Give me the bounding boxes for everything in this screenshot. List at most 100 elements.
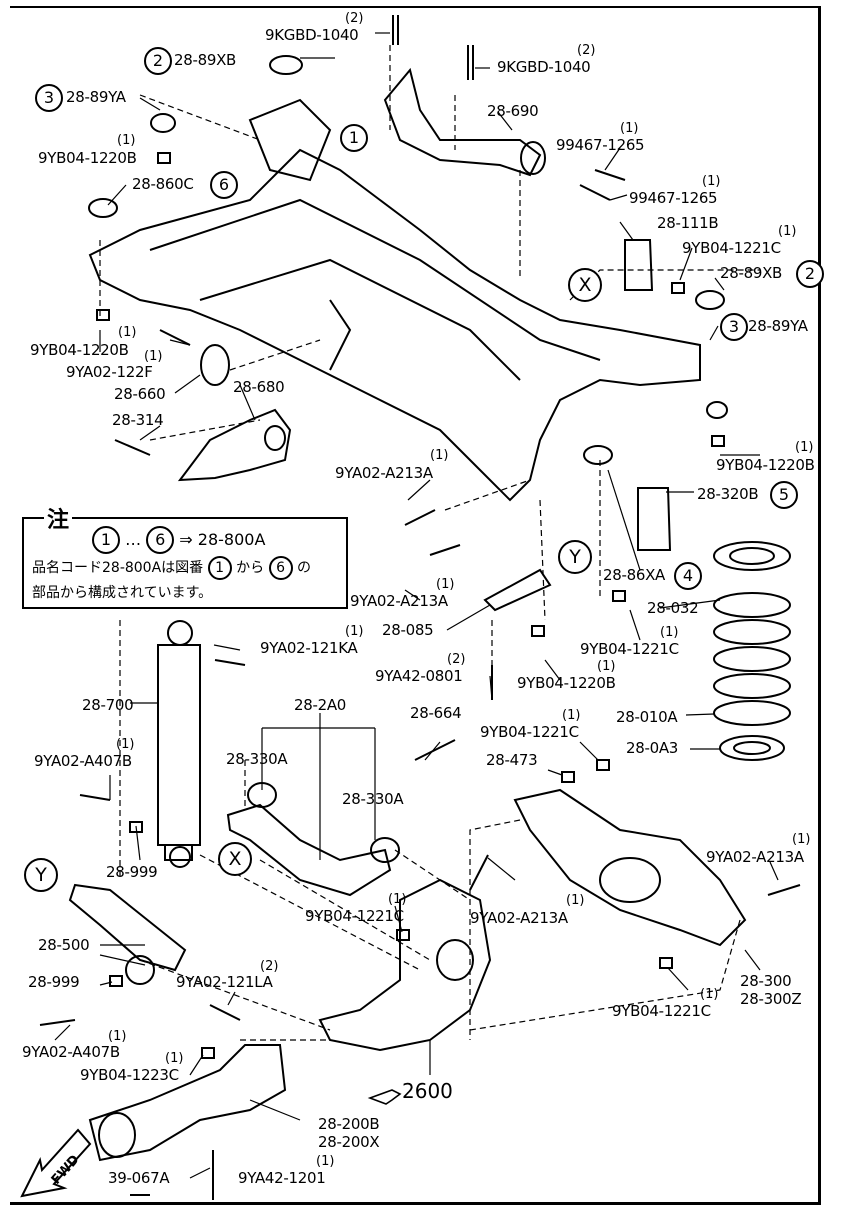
- index-mark-5: 5: [770, 481, 798, 509]
- part-label: 28-032: [647, 599, 699, 617]
- fwd-arrow-icon: [20, 1128, 92, 1198]
- part-label: 9YA02-A407B: [22, 1043, 120, 1061]
- part-label: 28-320B: [697, 485, 759, 503]
- part-label: 9YB04-1220B: [30, 341, 129, 359]
- qty-label: (1): [778, 224, 797, 239]
- part-label: 9YA02-121LA: [176, 973, 273, 991]
- index-mark-6: 6: [210, 171, 238, 199]
- qty-label: (2): [345, 11, 364, 26]
- part-label: 28-085: [382, 621, 434, 639]
- part-label: 28-89XB: [174, 51, 237, 69]
- view-marker-x: X: [568, 268, 602, 302]
- part-label: 28-89XB: [720, 264, 783, 282]
- part-label: 99467-1265: [629, 189, 718, 207]
- range-start-mark: 1: [92, 526, 120, 554]
- part-label: 9YB04-1221C: [305, 907, 404, 925]
- qty-label: (1): [566, 893, 585, 908]
- part-label: 28-300Z: [740, 990, 802, 1008]
- bushing-illustration: [200, 344, 230, 386]
- qty-label: (2): [577, 43, 596, 58]
- crossmember-mark-1: 1: [340, 124, 368, 152]
- part-label: 39-067A: [108, 1169, 170, 1187]
- part-label: 28-680: [233, 378, 285, 396]
- note-text-c: の: [296, 560, 311, 576]
- shock-absorber-illustration: [157, 644, 201, 846]
- bracket-illustration: [177, 408, 292, 482]
- index-mark-2: 2: [796, 260, 824, 288]
- lateral-link-illustration: [226, 803, 392, 897]
- part-label: 28-89YA: [748, 317, 808, 335]
- qty-label: (1): [795, 440, 814, 455]
- diagram-frame: [10, 6, 821, 1205]
- crossmember-illustration: [88, 148, 701, 502]
- part-label: 28-330A: [342, 790, 404, 808]
- qty-label: (1): [117, 133, 136, 148]
- part-label: 9YA42-1201: [238, 1169, 326, 1187]
- note-line-2: 品名コード28-800Aは図番 1 から 6 の: [32, 556, 311, 580]
- part-label: 28-664: [410, 704, 462, 722]
- qty-label: (1): [702, 174, 721, 189]
- note-mark-1: 1: [207, 556, 232, 580]
- nut-illustrations: [96, 152, 725, 1059]
- qty-label: (1): [430, 448, 449, 463]
- bump-stop-illustration: [637, 487, 672, 551]
- coil-spring-illustration: [713, 592, 791, 726]
- part-label: 28-700: [82, 696, 134, 714]
- view-marker-x: X: [218, 842, 252, 876]
- part-label: 9YB04-1220B: [517, 674, 616, 692]
- part-label: 9YA02-121KA: [260, 639, 358, 657]
- note-range: 1 … 6 ⇒ 28-800A: [92, 526, 265, 554]
- part-label: 28-200B: [318, 1115, 380, 1133]
- part-label: 9YB04-1220B: [38, 149, 137, 167]
- note-text-a: 品名コード28-800Aは図番: [32, 560, 204, 576]
- range-arrow: ⇒: [179, 530, 193, 549]
- qty-label: (1): [436, 577, 455, 592]
- knuckle-illustration: [318, 878, 492, 1052]
- part-label: 28-500: [38, 936, 90, 954]
- qty-label: (1): [620, 121, 639, 136]
- part-label: 9YA02-A213A: [335, 464, 433, 482]
- trailing-link-illustration: [68, 883, 187, 972]
- qty-label: (1): [700, 987, 719, 1002]
- part-label: 9YA42-0801: [375, 667, 463, 685]
- part-label: 28-999: [106, 863, 158, 881]
- part-label: 9KGBD-1040: [265, 26, 359, 44]
- part-label: 28-690: [487, 102, 539, 120]
- note-box: [22, 517, 348, 609]
- part-label: 28-300: [740, 972, 792, 990]
- part-label: 28-010A: [616, 708, 678, 726]
- part-label: 9YB04-1220B: [716, 456, 815, 474]
- reference-link[interactable]: 2600: [402, 1079, 453, 1103]
- qty-label: (1): [165, 1051, 184, 1066]
- part-label: 99467-1265: [556, 136, 645, 154]
- qty-label: (1): [388, 892, 407, 907]
- lower-arm-illustration: [513, 788, 747, 947]
- part-label: 28-111B: [657, 214, 719, 232]
- trailing-arm-illustration: [88, 1044, 287, 1162]
- qty-label: (1): [562, 708, 581, 723]
- part-label: 9YB04-1221C: [480, 723, 579, 741]
- part-label: 28-0A3: [626, 739, 679, 757]
- part-label: 28-330A: [226, 750, 288, 768]
- note-mark-6: 6: [268, 556, 293, 580]
- index-mark-2: 2: [144, 47, 172, 75]
- note-line-3: 部品から構成されています。: [32, 585, 213, 601]
- qty-label: (1): [108, 1029, 127, 1044]
- part-label: 9YA02-A213A: [470, 909, 568, 927]
- qty-label: (1): [792, 832, 811, 847]
- bound-stopper-illustration: [624, 239, 654, 291]
- part-label: 9YB04-1221C: [580, 640, 679, 658]
- note-text-b: から: [236, 560, 265, 576]
- part-label: 28-314: [112, 411, 164, 429]
- part-label: 28-660: [114, 385, 166, 403]
- part-label: 28-999: [28, 973, 80, 991]
- qty-label: (1): [118, 325, 137, 340]
- part-label: 28-86XA: [603, 566, 666, 584]
- part-label: 9YB04-1221C: [612, 1002, 711, 1020]
- index-mark-4: 4: [674, 562, 702, 590]
- part-label: 28-89YA: [66, 88, 126, 106]
- part-label: 9YB04-1221C: [682, 239, 781, 257]
- part-label: 9YA02-122F: [66, 363, 153, 381]
- upper-link-illustration: [383, 67, 542, 177]
